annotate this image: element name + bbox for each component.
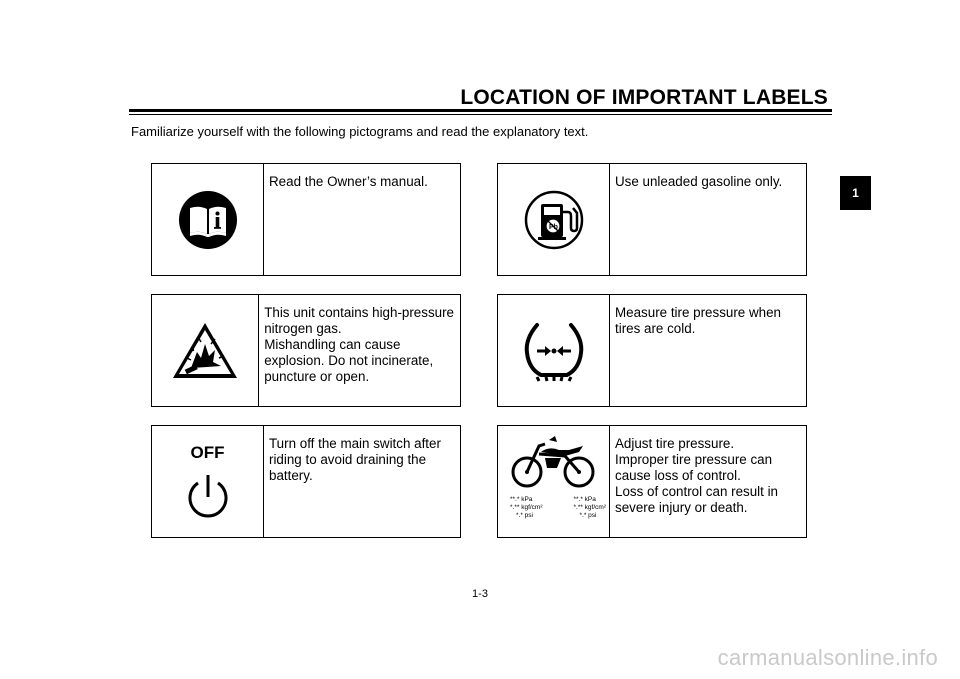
label-text: This unit contains high-pressure nitroge… <box>259 295 460 406</box>
intro-text: Familiarize yourself with the following … <box>131 124 589 139</box>
page-number: 1-3 <box>472 588 488 600</box>
icon-cell <box>152 164 264 275</box>
icon-cell <box>498 295 610 406</box>
pressure-value: *.** kgf/cm² <box>510 504 543 511</box>
label-tire-pressure-cold: Measure tire pressure when tires are col… <box>497 294 807 407</box>
label-unleaded-fuel: Pb Use unleaded gasoline only. <box>497 163 807 276</box>
label-main-switch-off: OFF Turn off the main switch after ridin… <box>151 425 461 538</box>
pressure-value: *.* psi <box>516 512 533 519</box>
pressure-table: **.* kPa *.** kgf/cm² *.* psi **.* kPa *… <box>510 496 606 520</box>
unleaded-fuel-icon: Pb <box>524 190 583 249</box>
page-title: LOCATION OF IMPORTANT LABELS <box>460 86 828 109</box>
label-line: battery. <box>269 468 313 483</box>
label-text: Read the Owner’s manual. <box>264 164 460 275</box>
label-line: riding to avoid draining the <box>269 452 427 467</box>
power-off-icon <box>188 475 227 518</box>
front-pressure-column: **.* kPa *.** kgf/cm² *.* psi <box>510 496 543 520</box>
pressure-value: *.* psi <box>579 512 597 519</box>
label-text: Measure tire pressure when tires are col… <box>610 295 806 406</box>
motorcycle-tire-pressure-icon <box>511 436 595 488</box>
label-line: Use unleaded gasoline only. <box>615 174 783 189</box>
icon-cell: Pb <box>498 164 610 275</box>
label-text: Turn off the main switch after riding to… <box>264 426 460 537</box>
label-line: tires are cold. <box>615 321 696 336</box>
label-line: Loss of control can result in <box>615 484 779 499</box>
label-line: Measure tire pressure when <box>615 305 781 320</box>
pressure-value: **.* kPa <box>510 496 533 503</box>
title-rule <box>129 109 832 112</box>
label-line: Improper tire pressure can <box>615 452 773 467</box>
off-label: OFF <box>190 443 225 462</box>
label-line: nitrogen gas. <box>264 321 342 336</box>
label-adjust-tire-pressure: **.* kPa *.** kgf/cm² *.* psi **.* kPa *… <box>497 425 807 538</box>
rear-pressure-column: **.* kPa *.** kgf/cm² *.* psi <box>573 496 606 520</box>
label-line: Read the Owner’s manual. <box>269 174 428 189</box>
label-line: explosion. Do not incinerate, <box>264 353 434 368</box>
svg-text:Pb: Pb <box>549 224 558 231</box>
icon-cell <box>152 295 260 406</box>
pressure-value: **.* kPa <box>573 496 596 503</box>
label-line: This unit contains high-pressure <box>264 305 454 320</box>
icon-cell: **.* kPa *.** kgf/cm² *.* psi **.* kPa *… <box>498 426 610 537</box>
label-line: Turn off the main switch after <box>269 436 441 451</box>
title-rule-thin <box>129 114 832 115</box>
label-line: cause loss of control. <box>615 468 741 483</box>
label-line: Adjust tire pressure. <box>615 436 735 451</box>
label-text: Adjust tire pressure. Improper tire pres… <box>610 426 806 537</box>
explosion-warning-icon <box>173 322 238 378</box>
pressure-value: *.** kgf/cm² <box>573 504 606 511</box>
label-nitrogen-gas-warning: This unit contains high-pressure nitroge… <box>151 294 461 407</box>
chapter-tab[interactable]: 1 <box>840 176 871 210</box>
tire-pressure-icon <box>524 322 583 382</box>
icon-cell: OFF <box>152 426 264 537</box>
label-owners-manual: Read the Owner’s manual. <box>151 163 461 276</box>
label-line: severe injury or death. <box>615 500 748 515</box>
label-line: puncture or open. <box>264 369 370 384</box>
watermark: carmanualsonline.info <box>717 645 938 670</box>
owners-manual-icon <box>178 190 237 249</box>
label-line: Mishandling can cause <box>264 337 401 352</box>
label-text: Use unleaded gasoline only. <box>610 164 806 275</box>
